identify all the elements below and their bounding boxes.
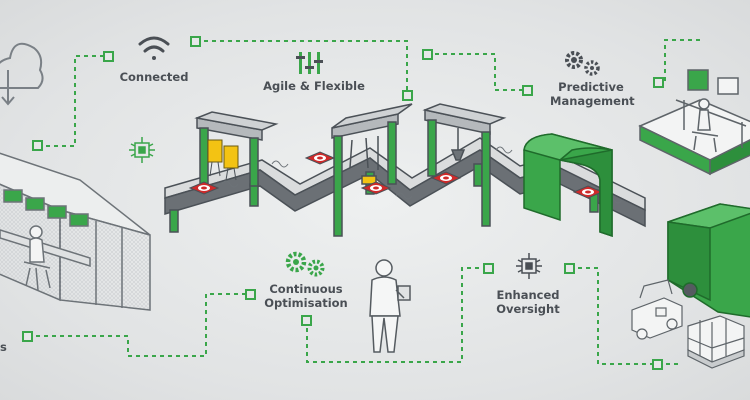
delivery-truck: [667, 203, 750, 318]
sliders-icon: [296, 52, 323, 74]
office-platform: [638, 69, 750, 176]
dashed-connectors: [28, 39, 700, 365]
label-enhanced-line2: Oversight: [496, 302, 560, 316]
label-enhanced-oversight: Enhanced Oversight: [488, 288, 568, 316]
gantry-1: [194, 111, 279, 189]
label-predictive-management: Predictive Management: [550, 80, 635, 108]
label-predictive-line1: Predictive: [558, 80, 624, 94]
chip-icon-enhanced: [516, 253, 542, 279]
gantry-2: [331, 103, 413, 237]
scanner-tunnel: [523, 133, 613, 238]
label-continuous-optimisation: Continuous Optimisation: [262, 282, 350, 310]
control-room: [0, 152, 151, 311]
label-enhanced-line1: Enhanced: [496, 288, 560, 302]
gantry-3: [422, 103, 507, 227]
label-connected: Connected: [119, 70, 189, 84]
worker-figure: [369, 259, 411, 353]
label-cut-off-left: s: [0, 340, 7, 354]
cloud-download-icon: [0, 42, 44, 106]
chip-icon-floating: [129, 137, 155, 163]
forklift-pallets: [631, 279, 745, 369]
gears-icon-predictive: [565, 51, 600, 76]
product-items: [188, 151, 604, 199]
label-agile-flexible: Agile & Flexible: [263, 79, 365, 93]
label-continuous-line1: Continuous: [269, 282, 343, 296]
label-continuous-line2: Optimisation: [264, 296, 348, 310]
gears-icon-continuous: [285, 251, 325, 277]
label-predictive-line2: Management: [550, 94, 635, 108]
robot-arm-yellow: [207, 139, 239, 181]
wifi-icon: [138, 36, 170, 60]
connector-nodes: [22, 36, 664, 370]
